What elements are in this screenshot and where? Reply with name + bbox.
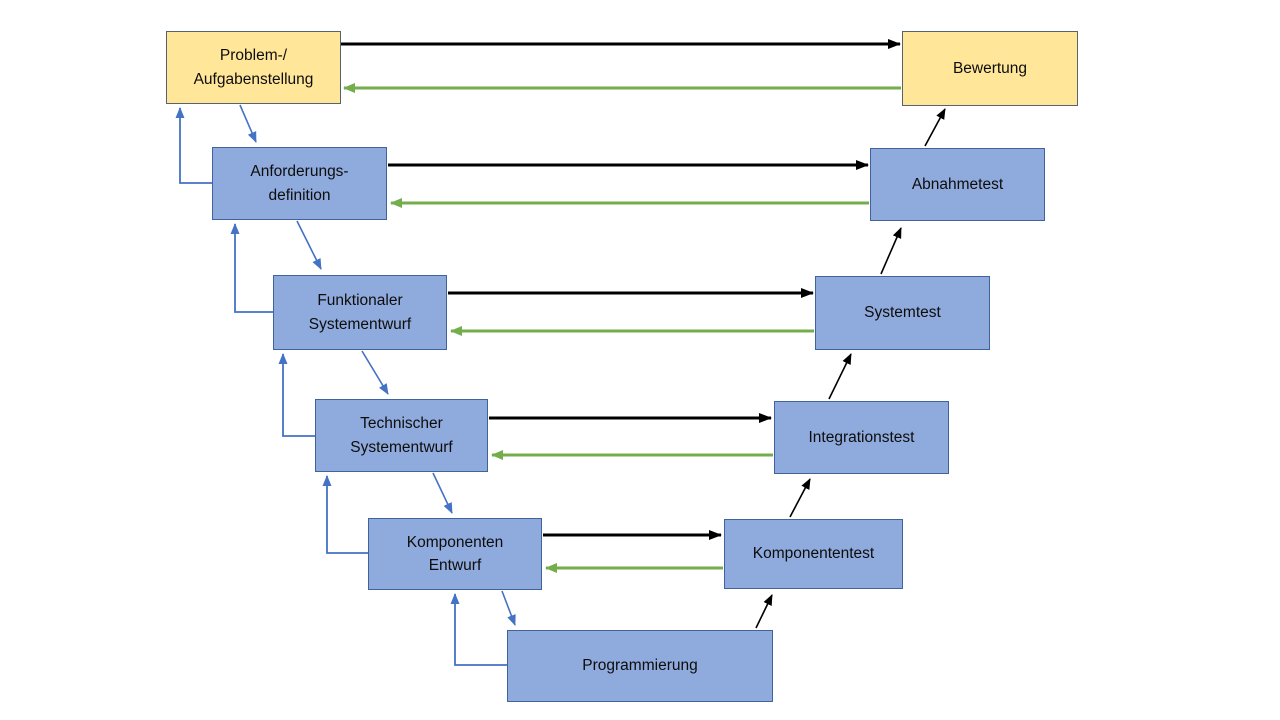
edge-komponententest-to-integrationstest [789,478,811,518]
node-abnahmetest: Abnahmetest [870,148,1045,221]
edge-funktional-to-anforderung [230,223,273,313]
node-programmierung: Programmierung [507,630,773,702]
edge-programmierung-to-komponententest [755,594,773,629]
node-komponenten-entwurf: Komponenten Entwurf [368,518,542,590]
node-integrationstest: Integrationstest [774,401,949,474]
node-label: Komponententest [752,545,875,563]
feedback-arrows [343,83,901,573]
edge-integrationstest-to-systemtest [828,353,852,400]
node-label: Komponenten Entwurf [406,533,504,574]
decomposition-arrows [239,104,516,626]
node-label: Systemtest [864,304,941,322]
node-label: Funktionaler Systementwurf [308,292,412,333]
edge-programmierung-to-komponenten [450,593,507,666]
edge-technisch-to-komponenten [432,472,453,514]
forward-arrows [341,39,901,540]
edge-anforderung-to-problem [175,107,212,184]
node-bewertung: Bewertung [902,31,1078,106]
iteration-arrows [175,107,507,666]
edge-komponenten-to-technisch [322,475,368,554]
edge-funktional-to-technisch [361,350,389,395]
node-label: Anforderungs- definition [250,163,349,204]
node-anforderungsdefinition: Anforderungs- definition [212,147,387,220]
edge-problem-to-anforderung [239,104,257,143]
node-label: Programmierung [582,657,698,675]
node-label: Abnahmetest [911,175,1004,193]
node-systemtest: Systemtest [815,276,990,350]
node-label: Integrationstest [808,428,915,446]
verification-arrows [755,108,946,629]
node-label: Bewertung [952,59,1028,77]
node-komponententest: Komponententest [724,519,903,589]
edge-anforderung-to-funktional [296,220,322,270]
node-problem-aufgabenstellung: Problem-/ Aufgabenstellung [166,31,341,104]
node-funktionaler-systementwurf: Funktionaler Systementwurf [273,275,447,350]
node-label: Problem-/ Aufgabenstellung [193,47,314,88]
node-technischer-systementwurf: Technischer Systementwurf [315,399,488,472]
edge-systemtest-to-abnahmetest [880,227,902,275]
node-label: Technischer Systementwurf [350,415,453,456]
edge-abnahmetest-to-bewertung [924,108,946,147]
edge-technisch-to-funktional [278,353,315,437]
edge-komponenten-to-programmierung [501,590,516,626]
